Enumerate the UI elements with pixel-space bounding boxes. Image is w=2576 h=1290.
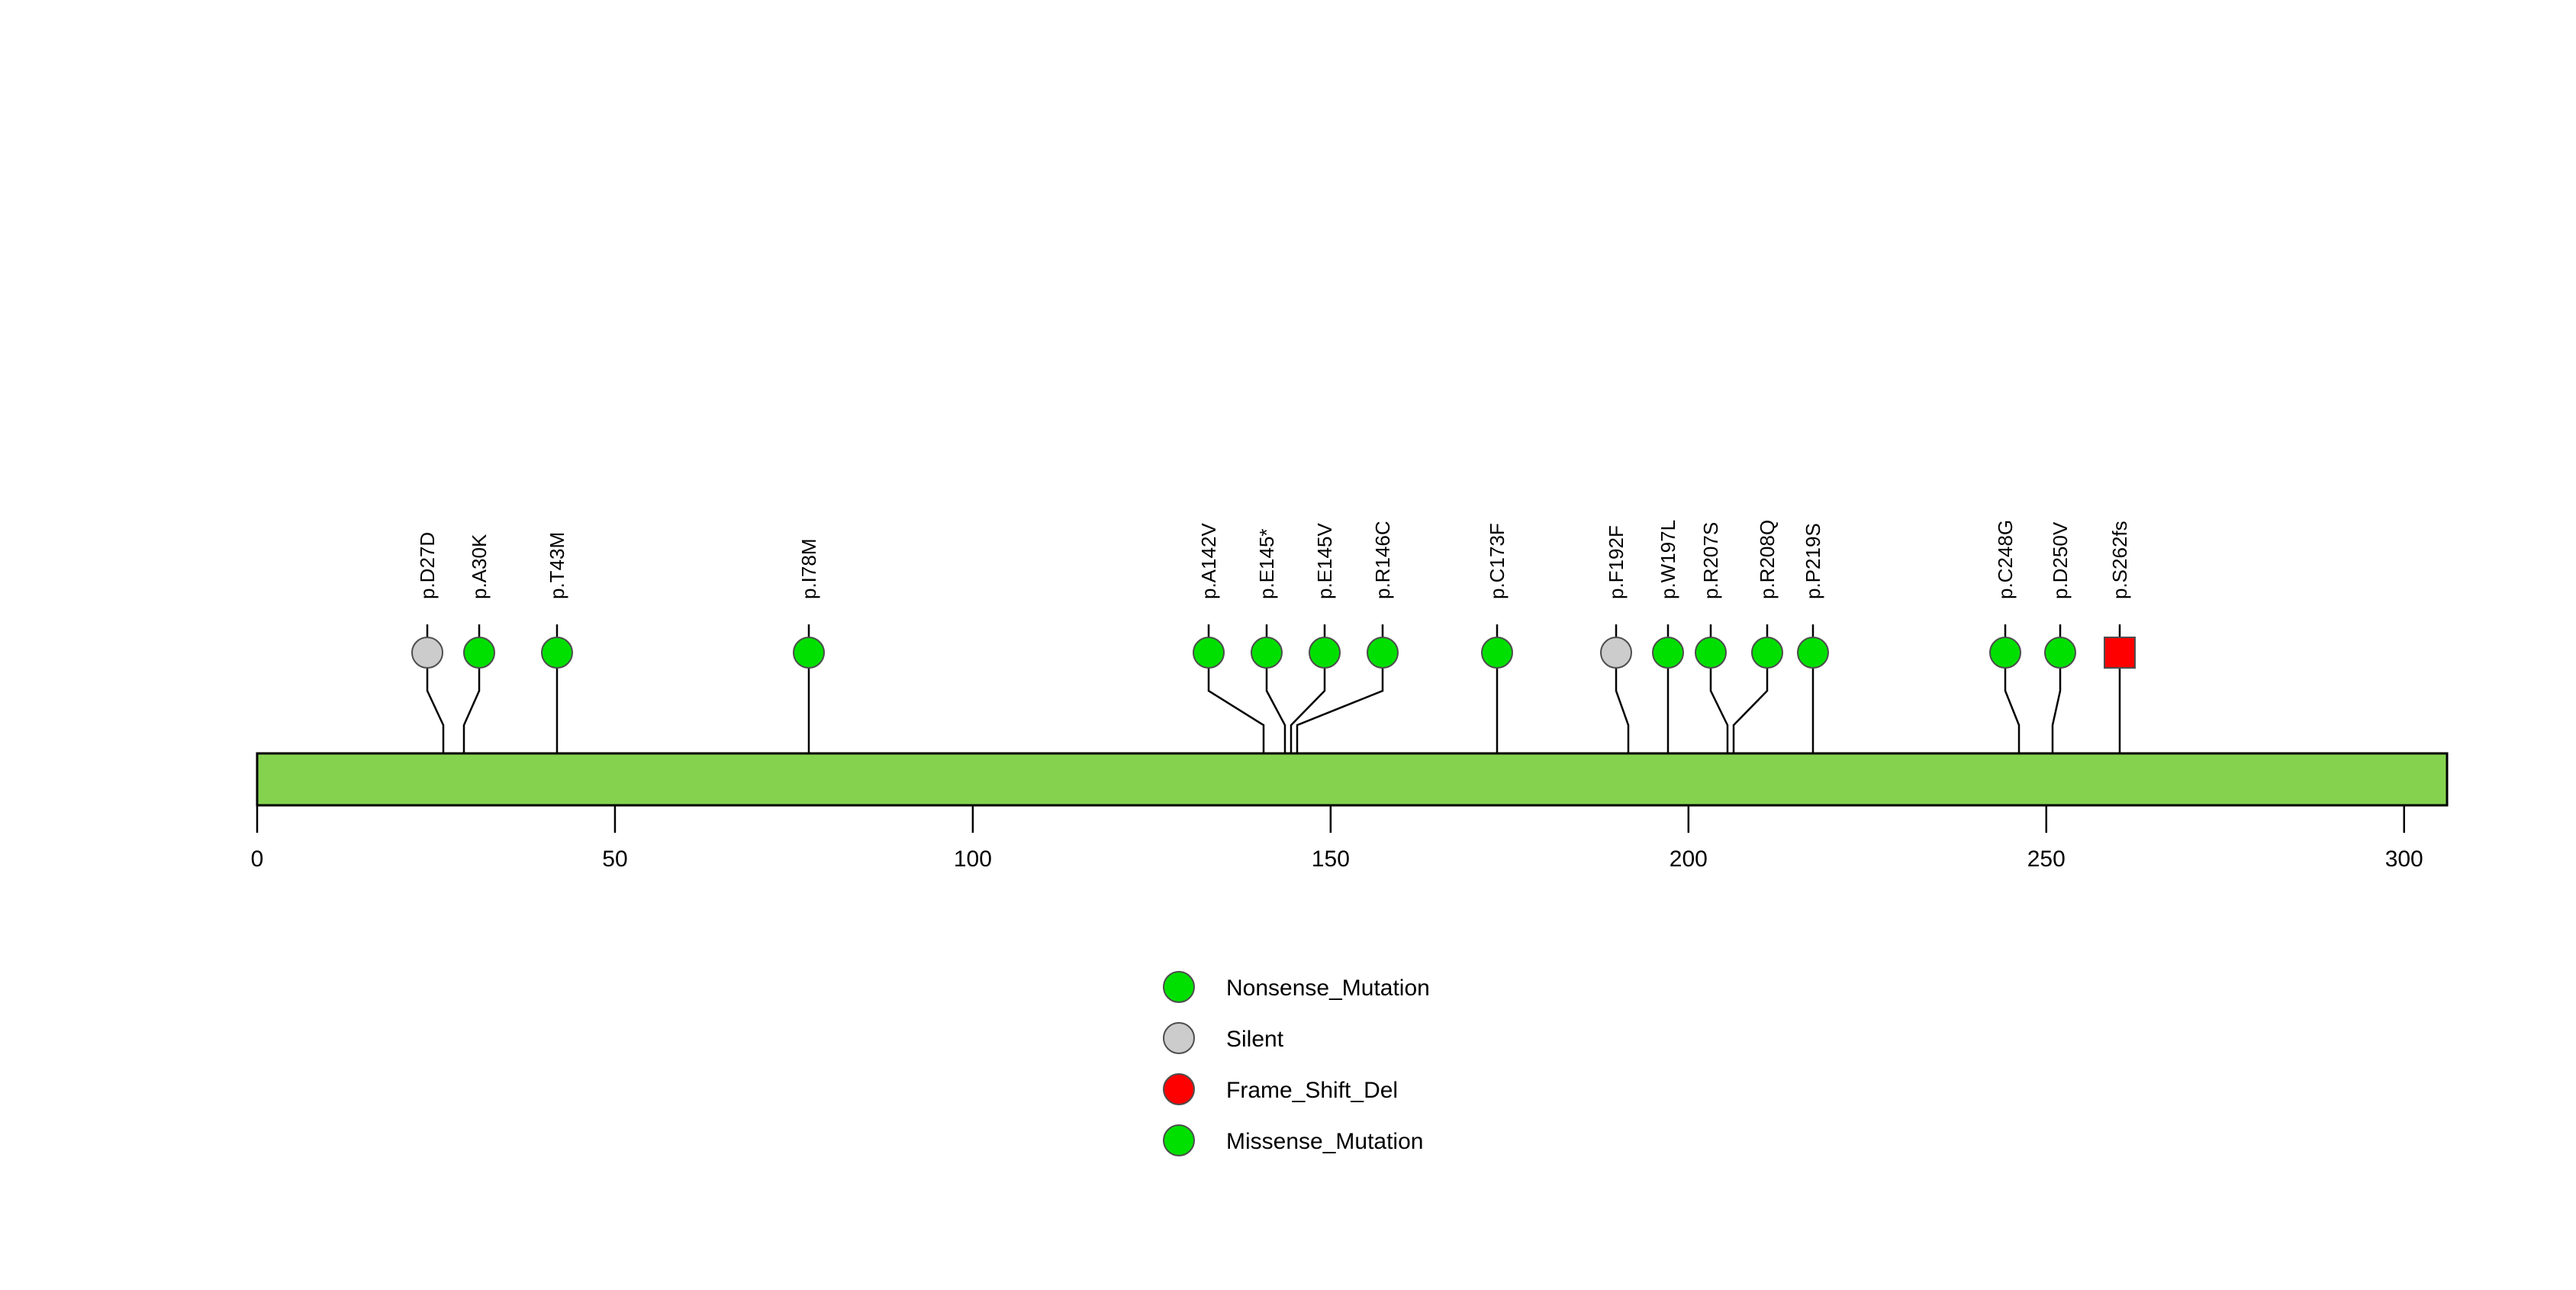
axis-tick-label: 50 <box>602 847 627 872</box>
lollipop-label: p.D250V <box>2049 521 2072 599</box>
lollipop-label: p.E145* <box>1255 528 1278 599</box>
lollipop-marker[interactable] <box>2104 637 2136 669</box>
axis-tick-label: 300 <box>2385 847 2423 872</box>
lollipop-marker[interactable] <box>1695 637 1727 669</box>
lollipop-label: p.S262fs <box>2108 521 2131 599</box>
lollipop-marker[interactable] <box>1600 637 1632 669</box>
axis-tick-label: 150 <box>1312 847 1350 872</box>
legend-label: Missense_Mutation <box>1226 1129 1423 1154</box>
lollipop-label: p.C173F <box>1486 523 1509 599</box>
lollipop-label: p.C248G <box>1994 520 2017 599</box>
lollipop-label: p.E145V <box>1313 523 1336 599</box>
lollipop-marker[interactable] <box>1367 637 1399 669</box>
lollipop-label: p.A30K <box>468 534 491 599</box>
axis-tick-label: 100 <box>954 847 992 872</box>
lollipop-marker[interactable] <box>2044 637 2076 669</box>
legend: Nonsense_MutationSilentFrame_Shift_DelMi… <box>1163 971 1430 1156</box>
lollipop-marker[interactable] <box>1193 637 1225 669</box>
lollipop-label: p.W197L <box>1657 520 1679 599</box>
lollipop-label: p.D27D <box>416 532 439 599</box>
lollipop-label: p.T43M <box>546 532 568 599</box>
lollipop-label: p.F192F <box>1605 525 1628 599</box>
lollipop-label: p.R208Q <box>1756 520 1779 599</box>
axis-tick-label: 250 <box>2027 847 2066 872</box>
lollipop-marker[interactable] <box>1751 637 1783 669</box>
legend-label: Silent <box>1226 1027 1284 1052</box>
lollipop-marker[interactable] <box>541 637 573 669</box>
lollipop-marker[interactable] <box>1309 637 1341 669</box>
lollipop-labels-layer: p.D27D p.A30K p.T43M p.I78M p.A142V p.E145* p.… <box>416 520 2131 599</box>
lollipop-marker[interactable] <box>1652 637 1684 669</box>
lollipop-marker[interactable] <box>1989 637 2021 669</box>
lollipop-label: p.A142V <box>1197 523 1220 599</box>
lollipop-marker[interactable] <box>1481 637 1513 669</box>
axis-tick-label: 200 <box>1670 847 1708 872</box>
lollipop-marker[interactable] <box>411 637 443 669</box>
lollipop-label: p.R207S <box>1699 522 1722 599</box>
legend-swatch <box>1163 971 1195 1003</box>
x-axis: 0 50 100 150 200 250 300 <box>251 805 2423 872</box>
legend-swatch <box>1163 1073 1195 1105</box>
protein-bar <box>256 752 2449 807</box>
lollipop-marker[interactable] <box>793 637 825 669</box>
legend-swatch <box>1163 1124 1195 1156</box>
lollipop-label: p.P219S <box>1802 523 1824 599</box>
lollipop-marker[interactable] <box>463 637 495 669</box>
legend-label: Frame_Shift_Del <box>1226 1078 1398 1103</box>
lollipop-label: p.R146C <box>1371 521 1394 599</box>
lollipop-marker[interactable] <box>1797 637 1829 669</box>
axis-tick-label: 0 <box>251 847 264 872</box>
legend-swatch <box>1163 1022 1195 1054</box>
lollipop-label: p.I78M <box>797 539 820 600</box>
lollipop-markers-layer <box>411 637 2136 669</box>
protein-domain-bar <box>256 752 2449 807</box>
legend-label: Nonsense_Mutation <box>1226 976 1430 1001</box>
lollipop-marker[interactable] <box>1251 637 1283 669</box>
